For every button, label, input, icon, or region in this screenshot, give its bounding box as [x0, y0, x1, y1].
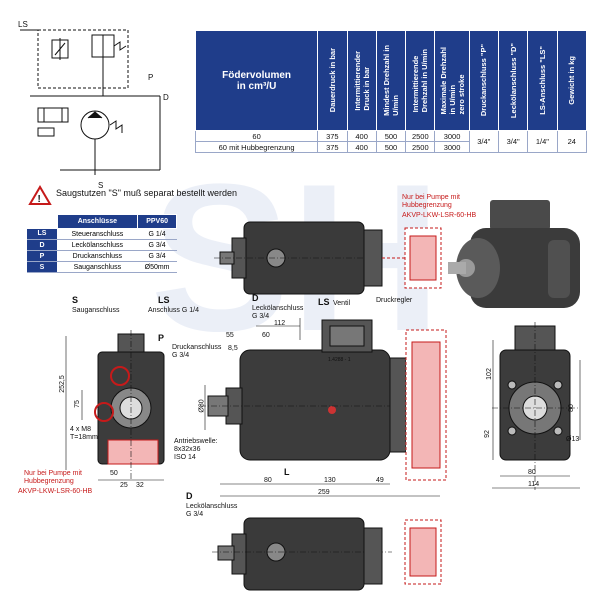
conn-row: D Leckölanschluss G 3/4 — [27, 239, 177, 251]
dim-252: 252,5 — [58, 375, 66, 393]
dim-75: 75 — [73, 400, 81, 408]
dim-49: 49 — [376, 477, 384, 484]
ventil-label: Ventil — [333, 300, 351, 307]
schematic-d: D — [163, 93, 169, 102]
rear-view-drawing — [492, 322, 580, 490]
conn-row: S Sauganschluss Ø50mm — [27, 261, 177, 273]
dim-32: 32 — [136, 482, 144, 489]
dim-85: 8,5 — [228, 345, 238, 352]
d-letter-top: D — [252, 293, 259, 303]
d-letter-bottom: D — [186, 491, 193, 501]
ls-anschluss-label: Anschluss G 1/4 — [148, 307, 199, 314]
saug-label: Sauganschluss — [72, 307, 120, 314]
spec-header-first: Födervolumen in cm³/U — [194, 30, 319, 131]
hub-code-left: AKVP-LKW-LSR-60-HB — [18, 488, 93, 495]
conn-row: P Druckanschluss G 3/4 — [27, 250, 177, 262]
connection-table: Anschlüsse PPV60 LS Steueranschluss G 1/… — [27, 214, 177, 273]
schematic-s: S — [98, 181, 103, 190]
bottom-view-drawing — [212, 517, 442, 591]
druck-label: Druckanschluss G 3/4 — [172, 344, 222, 359]
antrieb-label: Antriebswelle: 8x32x36 ISO 14 — [174, 438, 218, 461]
dim-80a: 80 — [264, 477, 272, 484]
dim-102: 102 — [485, 368, 493, 380]
dim-phi80: Ø80 — [198, 399, 206, 413]
warning-text: Saugstutzen "S" muß separat bestellt wer… — [56, 188, 237, 198]
dim-50: 50 — [110, 470, 118, 477]
dim-13: Ø13 — [566, 436, 580, 443]
dim-114: 114 — [528, 481, 540, 488]
dim-25: 25 — [120, 482, 128, 489]
part-number: 1.4288 - 1 — [328, 357, 351, 363]
conn-row: LS Steueranschluss G 1/4 — [27, 228, 177, 240]
dim-80b: 80 — [567, 404, 575, 412]
side-view-drawing — [200, 319, 447, 481]
front-view-drawing — [94, 330, 165, 480]
schematic-ls: LS — [18, 20, 28, 29]
spec-table: Födervolumen in cm³/U Dauerdruck in bar … — [194, 30, 588, 153]
druckregler-label: Druckregler — [376, 297, 413, 304]
conn-header-anschluesse: Anschlüsse — [56, 214, 139, 229]
dim-92: 92 — [483, 430, 491, 438]
dim-112: 112 — [274, 320, 286, 327]
dim-55: 55 — [226, 332, 234, 339]
conn-header-ppv60: PPV60 — [137, 214, 177, 229]
dim-80c: 80 — [528, 469, 536, 476]
ls-ventil-letter: LS — [318, 297, 330, 307]
l-mark: L — [284, 467, 290, 477]
hub-note-left: Nur bei Pumpe mit Hubbegrenzung — [24, 470, 82, 485]
dim-60: 60 — [262, 332, 270, 339]
hub-note-top: Nur bei Pumpe mit Hubbegrenzung — [402, 194, 460, 209]
spec-row: 60 375 400 500 2500 3000 3/4" 3/4" 1/4" … — [194, 130, 588, 153]
spec-row: 60 mit Hubbegrenzung 375 400 500 2500 30… — [194, 141, 587, 153]
hydraulic-schematic: LS P D S — [18, 20, 169, 190]
schematic-p: P — [148, 73, 153, 82]
leckol-top-label: Leckölanschluss G 3/4 — [252, 305, 304, 320]
s-letter: S — [72, 295, 79, 305]
screws-label: 4 x M8 T=18mm — [70, 426, 98, 441]
leckol-bottom-label: Leckölanschluss G 3/4 — [186, 503, 238, 518]
pump-photo — [448, 200, 580, 308]
p-letter: P — [158, 333, 165, 343]
top-view-drawing — [214, 221, 442, 295]
hub-code-top: AKVP-LKW-LSR-60-HB — [402, 212, 477, 219]
dim-130: 130 — [324, 477, 336, 484]
ls-letter: LS — [158, 295, 170, 305]
dim-259: 259 — [318, 489, 330, 496]
